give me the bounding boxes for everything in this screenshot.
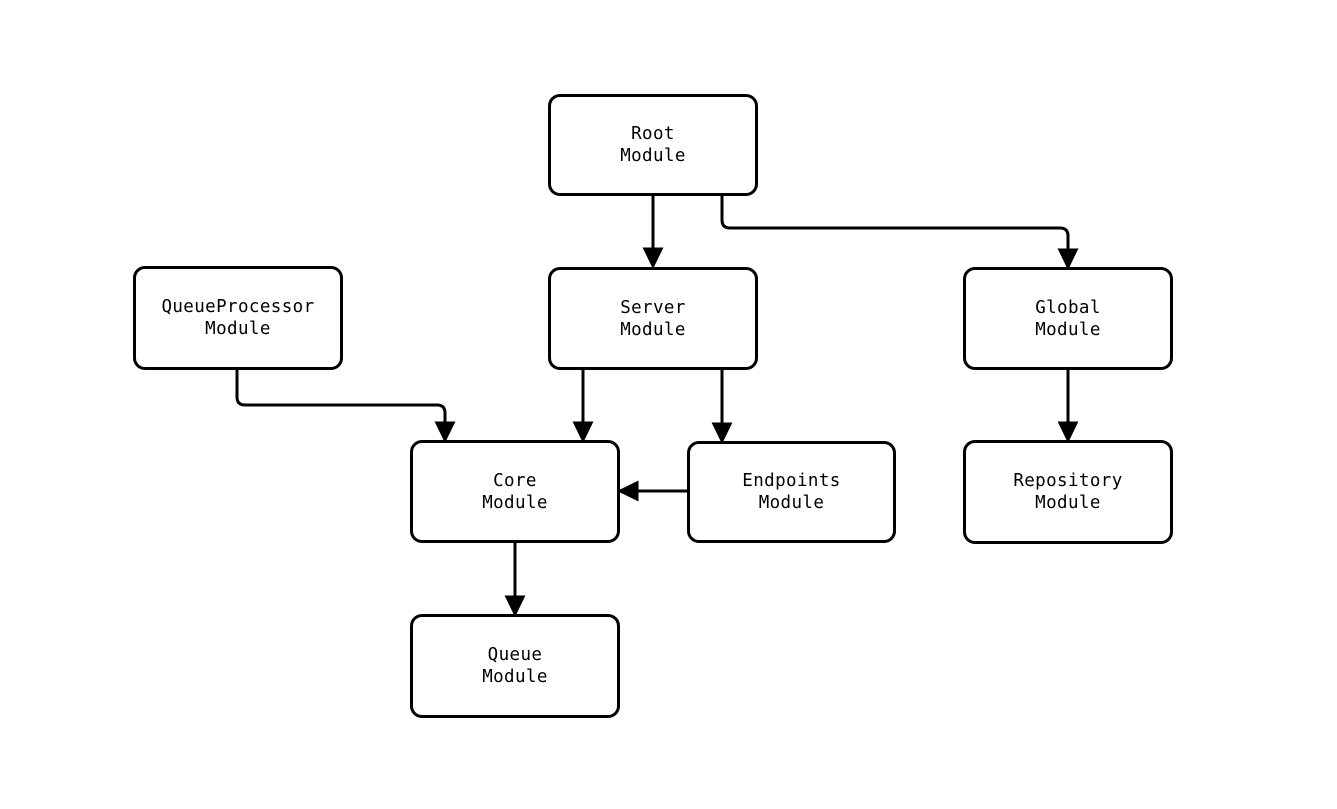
node-queueprocessor[interactable]: QueueProcessor Module [133, 266, 343, 370]
node-label-queue: Queue Module [482, 645, 548, 687]
node-label-core: Core Module [482, 470, 548, 513]
edge-queueprocessor-to-core [235, 370, 456, 443]
node-label-repository: Repository Module [1013, 471, 1123, 513]
node-repository[interactable]: Repository Module [963, 440, 1173, 544]
node-server[interactable]: Server Module [548, 267, 758, 370]
node-endpoints[interactable]: Endpoints Module [687, 441, 896, 543]
node-label-root: Root Module [620, 124, 686, 166]
node-global[interactable]: Global Module [963, 267, 1173, 370]
edge-paths [235, 196, 1079, 617]
node-root[interactable]: Root Module [548, 94, 758, 196]
node-label-endpoints: Endpoints Module [742, 471, 841, 513]
node-label-global: Global Module [1035, 297, 1101, 340]
node-label-queueprocessor: QueueProcessor Module [161, 297, 315, 339]
edge-root-to-global [720, 196, 1079, 270]
node-queue[interactable]: Queue Module [410, 614, 620, 718]
node-core[interactable]: Core Module [410, 440, 620, 543]
node-label-server: Server Module [620, 297, 686, 340]
